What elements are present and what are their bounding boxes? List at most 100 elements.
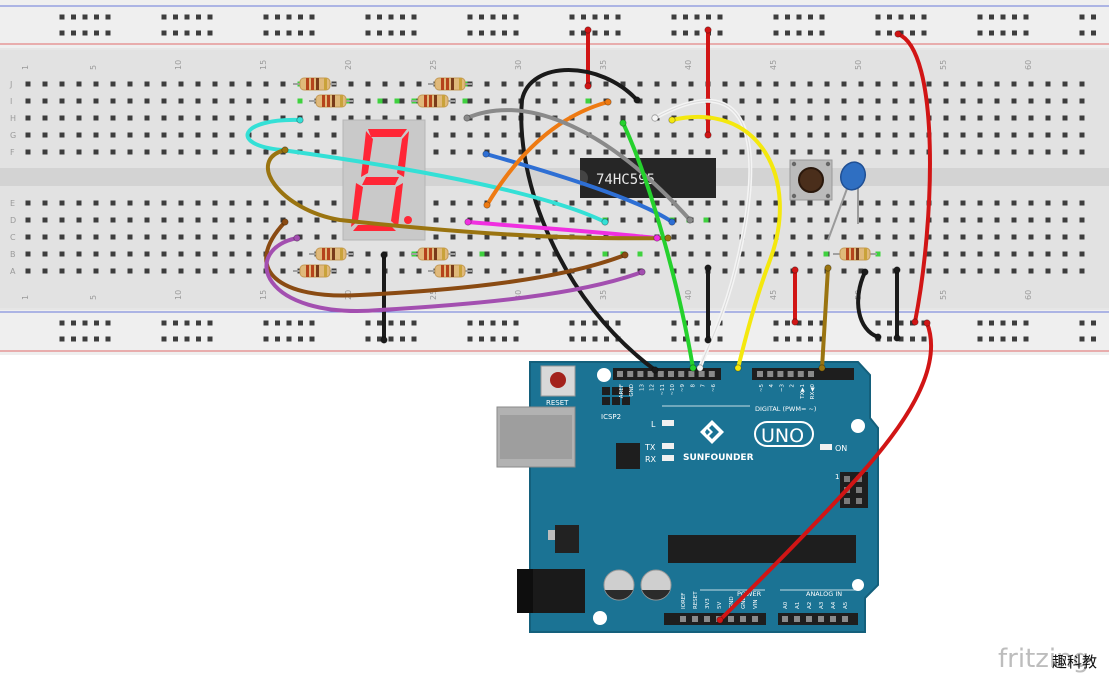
breadboard-hole [25, 81, 31, 87]
wire-ochre-button[interactable] [820, 266, 830, 370]
breadboard-hole [1079, 200, 1085, 206]
button-corner-4 [825, 193, 831, 199]
breadboard-hole [25, 251, 31, 257]
power-rail-hole [785, 30, 790, 36]
breadboard-hole [790, 251, 796, 257]
breadboard-hole [552, 98, 558, 104]
breadboard-hole [875, 217, 881, 223]
breadboard-hole [161, 200, 167, 206]
power-rail-hole [388, 336, 394, 342]
ceramic-capacitor [827, 161, 867, 241]
wire-red-arduino-5v[interactable] [718, 321, 934, 622]
power-rail-hole [207, 320, 213, 326]
breadboard-hole [960, 149, 966, 155]
breadboard-hole [110, 268, 116, 274]
breadboard-hole [1011, 149, 1017, 155]
breadboard-hole [195, 98, 201, 104]
power-rail-hole [604, 336, 609, 342]
breadboard-hole [25, 268, 31, 274]
power-rail-hole [467, 320, 473, 326]
breadboard-hole [212, 234, 218, 240]
breadboard-hole [59, 234, 65, 240]
breadboard-hole [620, 149, 626, 155]
breadboard-hole [943, 115, 949, 121]
breadboard-hole [773, 149, 779, 155]
wire-black-button-gnd[interactable] [856, 270, 880, 339]
power-rail-hole [887, 320, 892, 326]
breadboard-hole [178, 268, 184, 274]
breadboard-hole [416, 81, 422, 87]
breadboard-hole [229, 115, 235, 121]
breadboard-hole [875, 132, 881, 138]
power-rail-hole [207, 14, 213, 20]
breadboard-hole [1028, 115, 1034, 121]
wire-black-gnd[interactable] [519, 68, 657, 372]
mount-hole-3 [593, 611, 607, 625]
wire-end [653, 234, 661, 242]
power-header-pin [680, 616, 686, 622]
breadboard-hole [807, 98, 813, 104]
breadboard-hole [212, 149, 218, 155]
header-pin [777, 371, 784, 377]
wire-purple[interactable] [264, 236, 644, 313]
breadboard-hole [756, 149, 762, 155]
power-rail-hole [569, 336, 575, 342]
breadboard-hole [841, 217, 847, 223]
power-rail-hole [569, 14, 575, 20]
wire-end [380, 336, 388, 344]
wire-red-5v[interactable] [896, 32, 932, 324]
wire-end [281, 218, 289, 226]
resistor-band [442, 95, 445, 107]
atmega-chip [668, 535, 856, 563]
mount-hole-4 [852, 579, 864, 591]
wire-gray[interactable] [465, 108, 692, 222]
button-cap[interactable] [798, 167, 824, 193]
wire-ochre[interactable] [265, 148, 670, 241]
column-number-top: 55 [939, 60, 948, 70]
breadboard-hole [535, 268, 541, 274]
breadboard-hole [637, 200, 643, 206]
breadboard-hole [909, 234, 915, 240]
wire-magenta[interactable] [466, 220, 659, 240]
resistor-band [459, 78, 462, 90]
breadboard-hole [246, 251, 252, 257]
resistor-band [864, 248, 867, 260]
power-rail-hole [819, 320, 825, 326]
breadboard-hole [229, 268, 235, 274]
breadboard-hole [212, 132, 218, 138]
breadboard-hole [144, 251, 150, 257]
arduino-board-outline [529, 361, 879, 633]
column-number-top: 25 [429, 60, 438, 70]
power-rail-hole [989, 336, 994, 342]
wire-end [482, 150, 490, 158]
breadboard-hole [76, 234, 82, 240]
breadboard-hole [790, 200, 796, 206]
power-rail-hole [184, 14, 190, 20]
wire-end [463, 114, 471, 122]
power-rail-hole [773, 30, 779, 36]
breadboard-hole [178, 234, 184, 240]
wire-end [380, 251, 388, 259]
power-rail-hole [71, 320, 76, 326]
resistor-band [311, 78, 314, 90]
resistor-band [324, 78, 327, 90]
wire-green[interactable] [621, 121, 695, 370]
wire-orange[interactable] [485, 100, 610, 207]
breadboard-hole [739, 268, 745, 274]
icsp2-pin [612, 387, 620, 395]
breadboard-hole [688, 81, 694, 87]
breadboard-hole [178, 251, 184, 257]
push-button[interactable] [789, 159, 833, 201]
wire-cyan[interactable] [245, 117, 607, 224]
breadboard-hole [960, 132, 966, 138]
reset-button[interactable] [550, 372, 566, 388]
wire-end [601, 218, 609, 226]
power-rail-hole [977, 336, 983, 342]
breadboard-hole [93, 268, 99, 274]
analog-header-pin [794, 616, 800, 622]
icsp2-pin [622, 397, 630, 405]
wire-yellow[interactable] [670, 114, 782, 370]
breadboard-hole [501, 81, 507, 87]
breadboard-hole [110, 98, 116, 104]
